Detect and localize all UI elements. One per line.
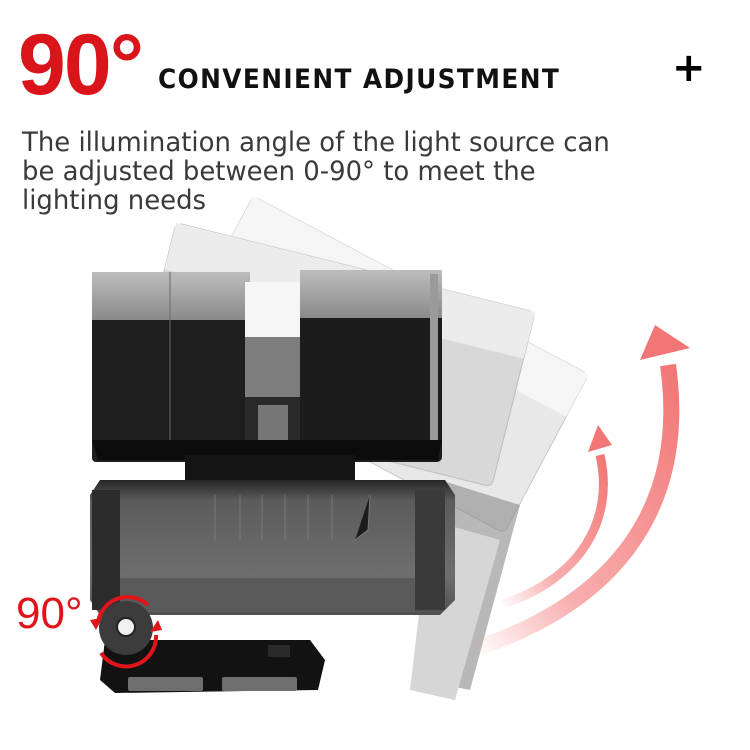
page-title: CONVENIENT ADJUSTMENT <box>158 64 561 95</box>
lamp-heads <box>92 270 442 480</box>
foot-stand <box>100 640 325 693</box>
description-text: The illumination angle of the light sour… <box>22 127 610 216</box>
plus-icon[interactable]: + <box>672 45 706 91</box>
upward-curved-arrow-icon <box>467 325 690 658</box>
hinge-angle-label: 90° <box>16 589 83 638</box>
rotation-arc-arrows-icon <box>90 594 162 669</box>
lamp-base <box>90 480 455 615</box>
angle-headline-number: 90° <box>18 17 144 113</box>
